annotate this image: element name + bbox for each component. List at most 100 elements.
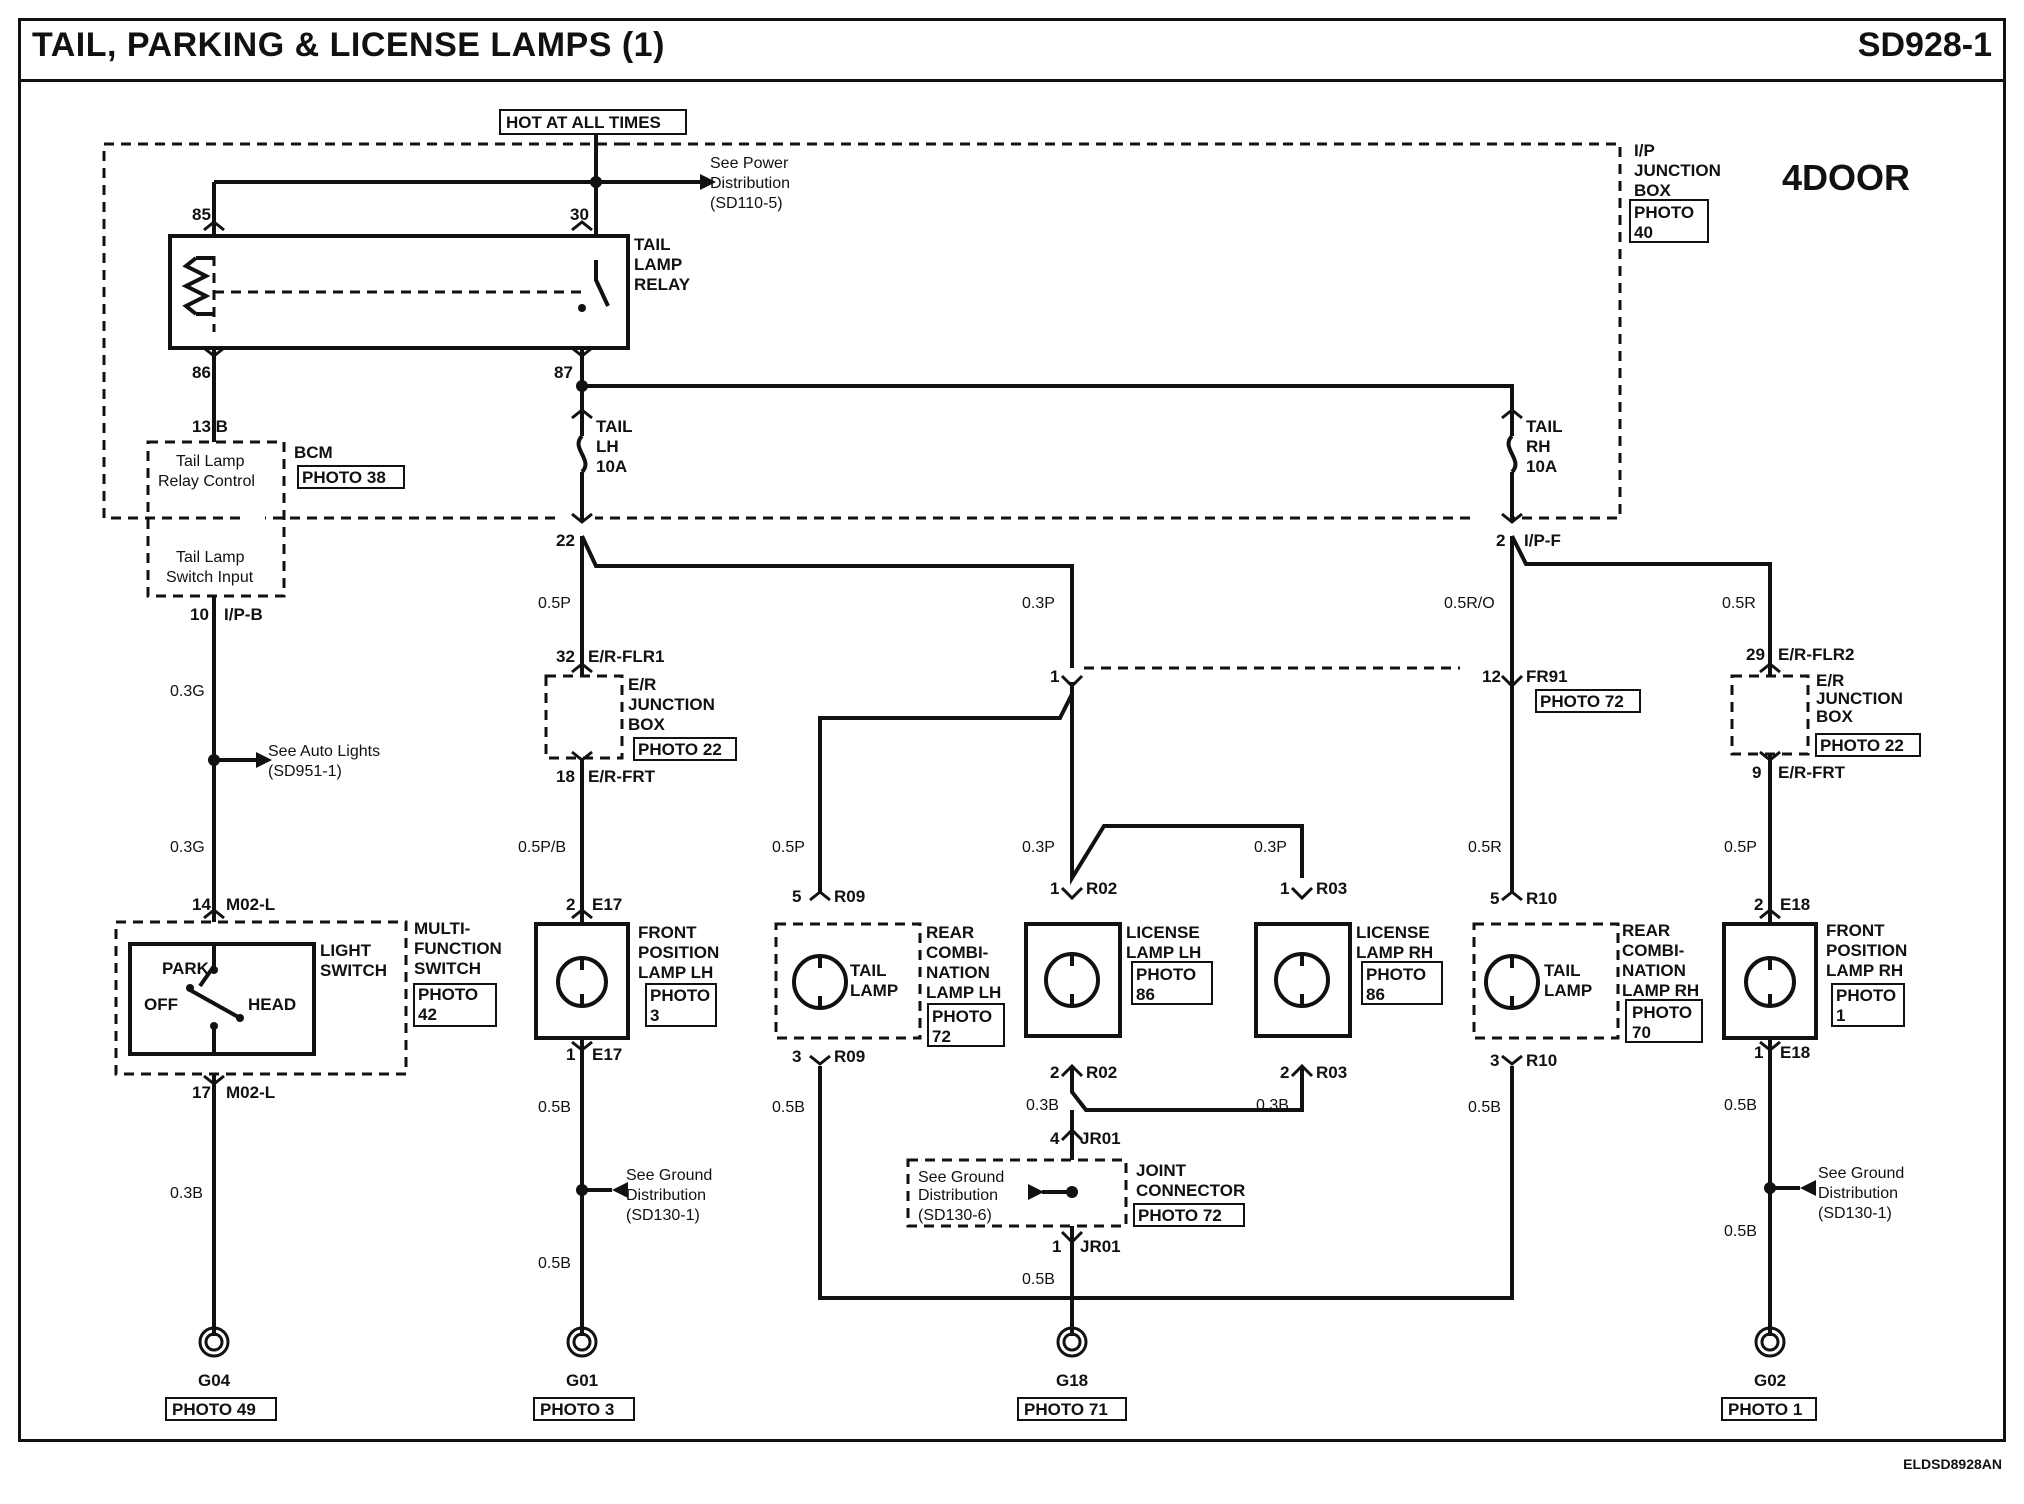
multi-2: FUNCTION: [414, 939, 502, 958]
wire-03p-top-label: 0.3P: [1022, 595, 1055, 612]
arrow-ground-rh: [1800, 1180, 1816, 1196]
pin-86: 86: [192, 363, 211, 382]
multi-function-switch-outline: [114, 920, 408, 1076]
front-position-lamp-lh: [534, 922, 630, 1040]
tail-rh-1: TAIL: [1544, 961, 1581, 980]
erjb-r-3: BOX: [1816, 707, 1854, 726]
photo70-1: PHOTO: [1632, 1003, 1692, 1022]
hot-label: HOT AT ALL TIMES: [506, 113, 661, 132]
g18: G18: [1056, 1371, 1088, 1390]
ipf: I/P-F: [1524, 531, 1561, 550]
switch-dot: [236, 1014, 244, 1022]
photo72b-1: PHOTO: [932, 1007, 992, 1026]
front-lh-1: FRONT: [638, 923, 697, 942]
pin-1-r02: 1: [1050, 879, 1059, 898]
see-auto-1: See Auto Lights: [268, 743, 380, 760]
wire-05p-r09: 0.5P: [772, 839, 805, 856]
switch-dot: [210, 1022, 218, 1030]
rear-lh-1: REAR: [926, 923, 974, 942]
pin-30: 30: [570, 205, 589, 224]
see-ground-l-2: Distribution: [626, 1187, 706, 1204]
r10-top: R10: [1526, 889, 1557, 908]
pin-2-r02: 2: [1050, 1063, 1059, 1082]
rear-lh-3: NATION: [926, 963, 990, 982]
wire-05b-e18: 0.5B: [1724, 1097, 1757, 1114]
wire-05pb: 0.5P/B: [518, 839, 566, 856]
relay-internal: [212, 256, 582, 332]
jr01-top: JR01: [1080, 1129, 1121, 1148]
wire-05r-r10: 0.5R: [1468, 839, 1502, 856]
rear-rh-4: LAMP RH: [1622, 981, 1699, 1000]
pin-32: 32: [556, 647, 575, 666]
erflr2: E/R-FLR2: [1778, 645, 1855, 664]
bcm-relay-1: Tail Lamp: [176, 453, 245, 470]
see-power-2: Distribution: [710, 175, 790, 192]
ip-jb-1: I/P: [1634, 141, 1655, 160]
wire-03p-r02: 0.3P: [1022, 839, 1055, 856]
fuse-lh: [576, 386, 588, 522]
see-power-3: (SD110-5): [710, 195, 783, 212]
pin-5-r09: 5: [792, 887, 801, 906]
pin-3-r09: 3: [792, 1047, 801, 1066]
fuse-lh-2: LH: [596, 437, 619, 456]
arrow-ground-lh: [612, 1182, 628, 1198]
wire-03b-l: 0.3B: [1026, 1097, 1059, 1114]
photo22-r: PHOTO 22: [1820, 736, 1904, 755]
photo38: PHOTO 38: [302, 468, 386, 487]
g02: G02: [1754, 1371, 1786, 1390]
photo3-g01: PHOTO 3: [540, 1400, 614, 1419]
photo86-l-1: PHOTO: [1136, 965, 1196, 984]
tail-lh-1: TAIL: [850, 961, 887, 980]
tail-lamp-lh: [792, 954, 848, 1010]
bcm-switch-1: Tail Lamp: [176, 549, 245, 566]
joint-1: JOINT: [1136, 1161, 1187, 1180]
tail-lamp-rh: [1484, 954, 1540, 1010]
see-ground-l-1: See Ground: [626, 1167, 712, 1184]
fuse-rh: [1506, 404, 1518, 522]
g01: G01: [566, 1371, 598, 1390]
front-rh-1: FRONT: [1826, 921, 1885, 940]
light-sw-2: SWITCH: [320, 961, 387, 980]
pin-2: 2: [1496, 531, 1505, 550]
pin-1-jr01: 1: [1052, 1237, 1061, 1256]
wire-03p-r03: 0.3P: [1254, 839, 1287, 856]
see-ground6-3: (SD130-6): [918, 1207, 992, 1224]
relay-contact-dot: [578, 304, 586, 312]
variant-label: 4DOOR: [1782, 157, 1910, 198]
ip-jb-2: JUNCTION: [1634, 161, 1721, 180]
photo42-1: PHOTO: [418, 985, 478, 1004]
photo1-g02: PHOTO 1: [1728, 1400, 1802, 1419]
fuse-rh-2: RH: [1526, 437, 1551, 456]
photo70-2: 70: [1632, 1023, 1651, 1042]
photo3-1: PHOTO: [650, 986, 710, 1005]
pin-2-r03: 2: [1280, 1063, 1289, 1082]
connector-chevrons: [203, 220, 1781, 1245]
splice: [590, 176, 602, 188]
rear-combination-lamp-lh-outline: [774, 922, 922, 1040]
pin-12: 12: [1482, 667, 1501, 686]
pin-17: 17: [192, 1083, 211, 1102]
fuse-lh-1: TAIL: [596, 417, 633, 436]
erjb-l-2: JUNCTION: [628, 695, 715, 714]
pin-5-r10: 5: [1490, 889, 1499, 908]
license-lamp-lh: [1024, 922, 1122, 1038]
photo86-r-2: 86: [1366, 985, 1385, 1004]
off-label: OFF: [144, 995, 178, 1014]
park-label: PARK: [162, 959, 210, 978]
pin-22: 22: [556, 531, 575, 550]
r09-top: R09: [834, 887, 865, 906]
r03-top: R03: [1316, 879, 1347, 898]
front-lh-2: POSITION: [638, 943, 719, 962]
see-ground-l-3: (SD130-1): [626, 1207, 700, 1224]
ip-jb-3: BOX: [1634, 181, 1672, 200]
ground-symbols: [198, 1326, 1786, 1358]
head-label: HEAD: [248, 995, 296, 1014]
license-lamp-rh: [1254, 922, 1352, 1038]
see-auto-2: (SD951-1): [268, 763, 342, 780]
page-title: TAIL, PARKING & LICENSE LAMPS (1): [32, 26, 665, 64]
pin-3-r10: 3: [1490, 1051, 1499, 1070]
pin-2-e18: 2: [1754, 895, 1763, 914]
front-rh-3: LAMP RH: [1826, 961, 1903, 980]
arrow-power-dist: [700, 174, 716, 190]
